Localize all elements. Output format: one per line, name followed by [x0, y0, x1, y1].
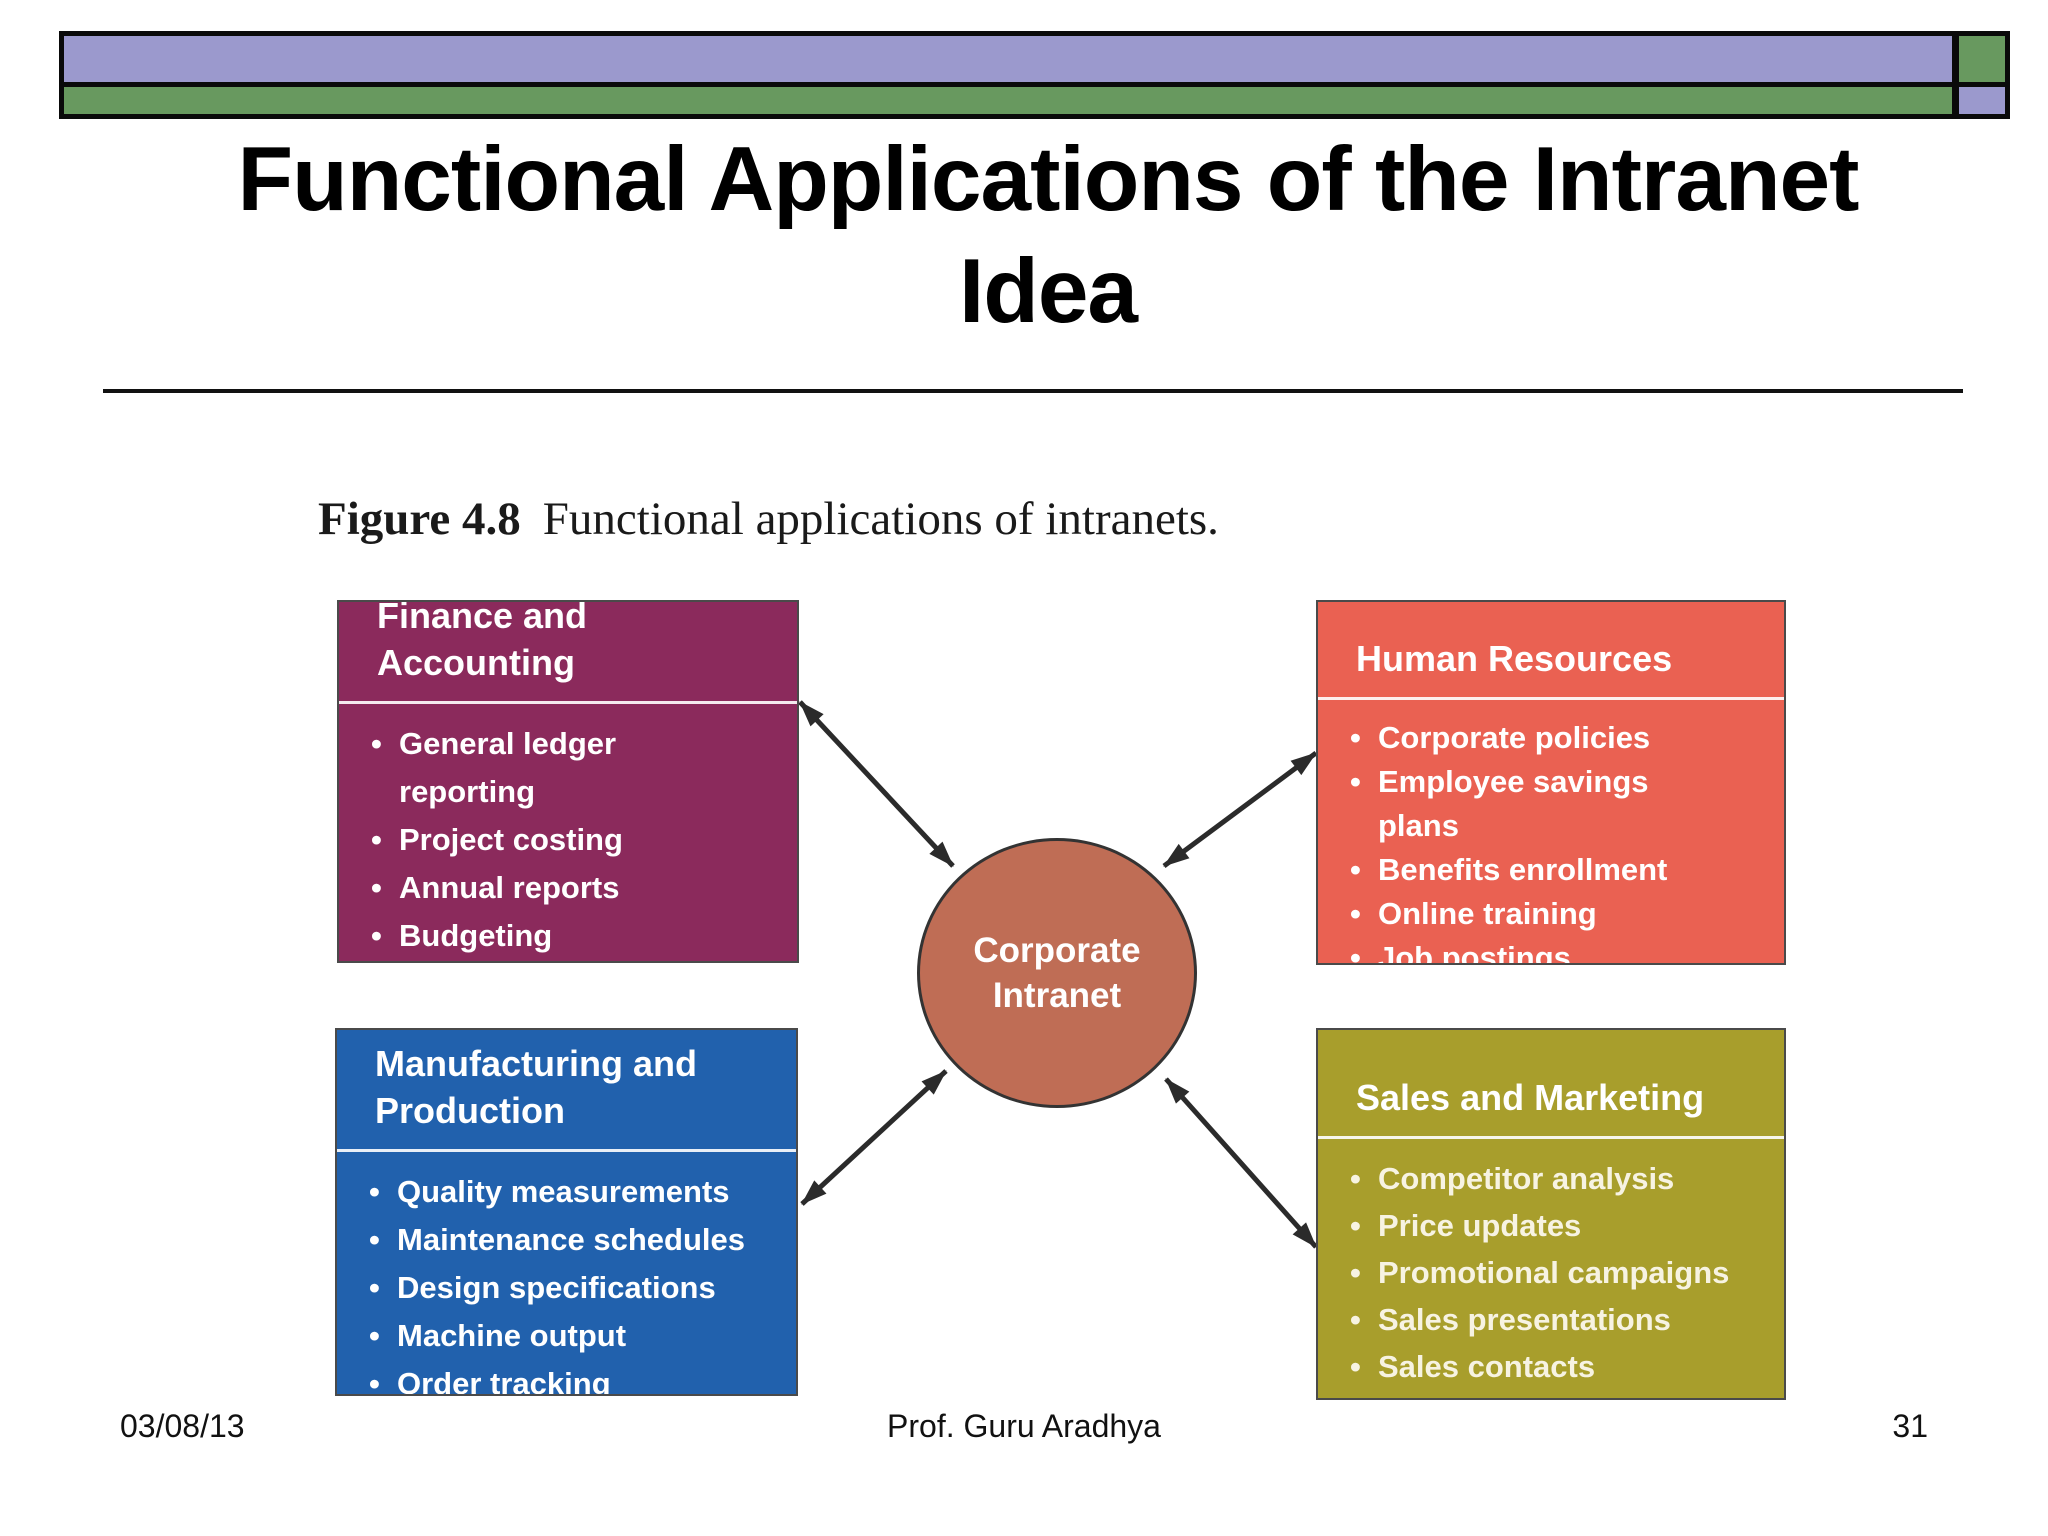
- box-hr-title: Human Resources: [1318, 602, 1784, 700]
- page-title-line2: Idea: [958, 241, 1138, 342]
- bullet-item: Budgeting: [371, 912, 793, 960]
- bullet-item: Promotional campaigns: [1350, 1249, 1780, 1296]
- box-manufacturing-title: Manufacturing and Production: [337, 1030, 796, 1152]
- box-sales-title: Sales and Marketing: [1318, 1030, 1784, 1139]
- bullet-item: Machine output: [369, 1312, 792, 1360]
- footer-page-number: 31: [1892, 1408, 1928, 1444]
- arrow-manufacturing-hub: [800, 1069, 948, 1206]
- footer-author: Prof. Guru Aradhya: [887, 1408, 1161, 1444]
- bullet-item: Price updates: [1350, 1202, 1780, 1249]
- bullet-item: Project costing: [371, 816, 793, 864]
- bullet-item: Job postings: [1350, 936, 1780, 963]
- hub-label-line1: Corporate: [973, 931, 1141, 970]
- bullet-item: Employee savings plans: [1350, 760, 1780, 848]
- box-finance-title: Finance and Accounting: [339, 602, 797, 704]
- purple-bar: [64, 36, 1952, 82]
- arrow-finance-hub: [798, 700, 955, 868]
- arrow-sales-hub: [1164, 1077, 1318, 1249]
- bullet-item: Sales presentations: [1350, 1296, 1780, 1343]
- box-finance-accounting: Finance and Accounting General ledger re…: [337, 600, 799, 963]
- bullet-item: Annual reports: [371, 864, 793, 912]
- bullet-item: General ledger reporting: [371, 720, 793, 816]
- page-title: Functional Applications of the Intranet …: [48, 124, 2048, 348]
- green-bar: [64, 87, 1952, 114]
- figure-label: Figure 4.8: [318, 493, 521, 545]
- box-hr-list: Corporate policies Employee savings plan…: [1318, 700, 1784, 963]
- bullet-item: Online training: [1350, 892, 1780, 936]
- corporate-intranet-hub: Corporate Intranet: [917, 838, 1197, 1108]
- top-decoration-bars: [59, 31, 2010, 119]
- purple-endcap: [1959, 87, 2005, 114]
- footer-date: 03/08/13: [120, 1408, 245, 1444]
- box-manufacturing-list: Quality measurements Maintenance schedul…: [337, 1152, 796, 1394]
- figure-caption-text: Functional applications of intranets.: [542, 493, 1219, 545]
- title-divider: [103, 389, 1963, 393]
- figure-caption: Figure 4.8 Functional applications of int…: [318, 492, 1219, 546]
- bullet-item: Benefits enrollment: [1350, 848, 1780, 892]
- box-human-resources: Human Resources Corporate policies Emplo…: [1316, 600, 1786, 965]
- hub-label-line2: Intranet: [992, 976, 1122, 1015]
- bullet-item: Maintenance schedules: [369, 1216, 792, 1264]
- bullet-item: Quality measurements: [369, 1168, 792, 1216]
- bullet-item: Design specifications: [369, 1264, 792, 1312]
- bullet-item: Sales contacts: [1350, 1343, 1780, 1390]
- box-sales-marketing: Sales and Marketing Competitor analysis …: [1316, 1028, 1786, 1400]
- box-finance-list: General ledger reporting Project costing…: [339, 704, 797, 960]
- bullet-item: Competitor analysis: [1350, 1155, 1780, 1202]
- box-manufacturing-production: Manufacturing and Production Quality mea…: [335, 1028, 798, 1396]
- green-endcap: [1959, 36, 2005, 82]
- page-title-line1: Functional Applications of the Intranet: [237, 129, 1860, 230]
- bullet-item: Corporate policies: [1350, 716, 1780, 760]
- arrow-hr-hub: [1162, 750, 1318, 869]
- bullet-item: Order tracking: [369, 1360, 792, 1394]
- box-sales-list: Competitor analysis Price updates Promot…: [1318, 1139, 1784, 1390]
